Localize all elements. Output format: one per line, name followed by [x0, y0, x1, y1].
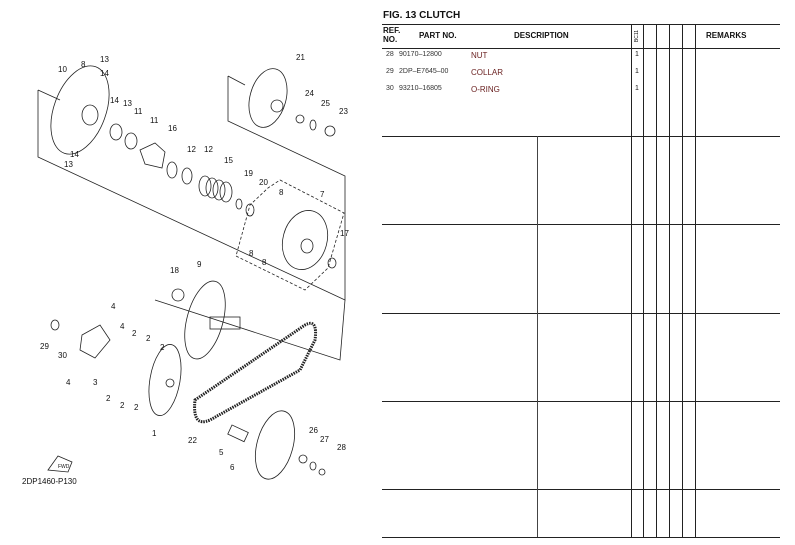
callout-13: 13: [64, 160, 73, 169]
callout-17: 17: [340, 229, 349, 238]
header-description: DESCRIPTION: [514, 31, 569, 40]
svg-text:FWD: FWD: [58, 464, 70, 470]
cell-ref: 28: [386, 51, 394, 58]
callout-2: 2: [146, 334, 151, 343]
callout-10: 10: [58, 65, 67, 74]
callout-13: 13: [123, 99, 132, 108]
callout-11: 11: [150, 116, 159, 125]
callout-25: 25: [321, 99, 330, 108]
callout-13: 13: [100, 55, 109, 64]
callout-8: 8: [262, 258, 267, 267]
callout-27: 27: [320, 435, 329, 444]
table-row: 30 93210–16805 O-RING 1: [382, 85, 780, 101]
cell-qty: 1: [635, 51, 639, 58]
callout-24: 24: [305, 89, 314, 98]
callout-7: 7: [320, 190, 325, 199]
callout-23: 23: [339, 107, 348, 116]
o-ring: [109, 123, 123, 141]
callout-19: 19: [244, 169, 253, 178]
spring-15: [198, 175, 233, 203]
v-belt: [193, 321, 317, 424]
header-part-no: PART NO.: [419, 31, 457, 40]
table-row: 29 2DP–E7645–00 COLLAR 1: [382, 68, 780, 84]
callout-12: 12: [187, 145, 196, 154]
header-no: NO.: [383, 35, 398, 44]
callout-14: 14: [70, 150, 79, 159]
callout-22: 22: [188, 436, 197, 445]
callout-11: 11: [134, 107, 143, 116]
clutch-housing: [248, 68, 288, 128]
callout-8: 8: [81, 60, 86, 69]
primary-sheave: [50, 65, 110, 155]
callout-14: 14: [100, 69, 109, 78]
callout-2: 2: [106, 394, 111, 403]
callout-26: 26: [309, 426, 318, 435]
cell-description: NUT: [471, 51, 488, 60]
callout-4: 4: [120, 322, 125, 331]
parts-table: REF. NO. PART NO. DESCRIPTION BC11 REMAR…: [382, 24, 780, 538]
cell-part-no: 90170–12800: [399, 51, 442, 58]
cell-description: O-RING: [471, 85, 500, 94]
callout-2: 2: [160, 343, 165, 352]
callout-18: 18: [170, 266, 179, 275]
callout-2: 2: [134, 403, 139, 412]
callout-15: 15: [224, 156, 233, 165]
clutch-carrier: [281, 210, 329, 270]
callout-14: 14: [110, 96, 119, 105]
callout-9: 9: [197, 260, 202, 269]
callout-8: 8: [249, 249, 254, 258]
header-ref: REF.: [383, 26, 401, 35]
header-remarks: REMARKS: [706, 31, 747, 40]
callout-6: 6: [230, 463, 235, 472]
callout-4: 4: [111, 302, 116, 311]
cell-ref: 29: [386, 68, 394, 75]
cell-part-no: 93210–16805: [399, 85, 442, 92]
cell-part-no: 2DP–E7645–00: [399, 68, 449, 75]
callout-2: 2: [132, 329, 137, 338]
callout-28: 28: [337, 443, 346, 452]
callout-1: 1: [152, 429, 157, 438]
callout-8: 8: [279, 188, 284, 197]
movable-sheave: [148, 344, 182, 416]
diagram-code: 2DP1460-P130: [22, 477, 77, 486]
group-outline-clutch: [235, 179, 345, 291]
collar-16: [139, 142, 166, 169]
callout-5: 5: [219, 448, 224, 457]
callout-3: 3: [93, 378, 98, 387]
secondary-sheave: [184, 280, 226, 360]
fan-pulley: [254, 410, 296, 480]
callout-4: 4: [66, 378, 71, 387]
callout-16: 16: [168, 124, 177, 133]
header-model: BC11: [634, 29, 641, 43]
callout-29: 29: [40, 342, 49, 351]
callout-30: 30: [58, 351, 67, 360]
cell-description: COLLAR: [471, 68, 504, 77]
cam-3: [79, 324, 111, 359]
figure-title: FIG. 13 CLUTCH: [383, 10, 461, 21]
callout-12: 12: [204, 145, 213, 154]
callout-21: 21: [296, 53, 305, 62]
callout-20: 20: [259, 178, 268, 187]
cell-qty: 1: [635, 68, 639, 75]
cell-qty: 1: [635, 85, 639, 92]
callout-2: 2: [120, 401, 125, 410]
group-outline-lower: [154, 299, 346, 361]
table-row: 28 90170–12800 NUT 1: [382, 51, 780, 67]
fwd-arrow-icon: FWD: [47, 455, 73, 473]
cell-ref: 30: [386, 85, 394, 92]
group-outline-cover: [227, 75, 346, 200]
